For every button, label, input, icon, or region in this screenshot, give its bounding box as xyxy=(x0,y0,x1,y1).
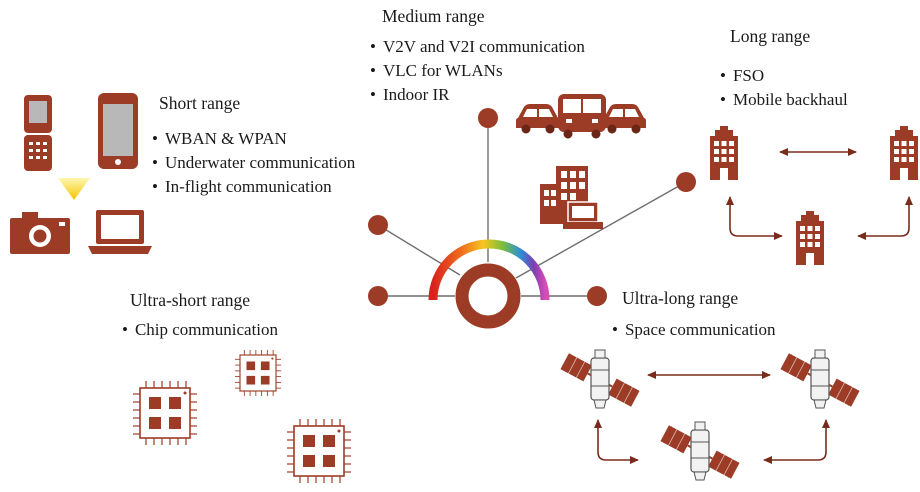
medium-range-item: Indoor IR xyxy=(370,83,585,107)
short-range-item: WBAN & WPAN xyxy=(152,127,355,151)
car-icon xyxy=(515,103,561,135)
short-range-list: WBAN & WPAN Underwater communication In-… xyxy=(152,127,355,199)
satellite-icon xyxy=(779,349,861,409)
node-short-range xyxy=(368,215,388,235)
node-long-range xyxy=(676,172,696,192)
ultra-short-range-list: Chip communication xyxy=(122,318,278,342)
short-range-item: Underwater communication xyxy=(152,151,355,175)
long-range-devices xyxy=(710,126,918,265)
tower-building-icon xyxy=(710,126,738,180)
chip-icon xyxy=(234,349,282,397)
chip-icon xyxy=(132,380,198,446)
laptop-icon xyxy=(88,210,152,254)
range-nodes xyxy=(368,108,696,306)
node-medium-range xyxy=(478,108,498,128)
ultra-long-range-list: Space communication xyxy=(612,318,776,342)
ultra-long-range-arrows xyxy=(594,371,830,464)
light-source-icon xyxy=(58,178,90,200)
short-range-item: In-flight communication xyxy=(152,175,355,199)
long-range-item: FSO xyxy=(720,64,848,88)
hub-ring-icon xyxy=(455,263,521,329)
medium-range-title: Medium range xyxy=(382,6,485,26)
camera-icon xyxy=(10,212,70,254)
short-range-title: Short range xyxy=(159,93,241,113)
ultra-short-range-item: Chip communication xyxy=(122,318,278,342)
long-range-title: Long range xyxy=(730,26,811,46)
long-range-arrows xyxy=(726,148,913,240)
medium-range-item: V2V and V2I communication xyxy=(370,35,585,59)
car-icon xyxy=(601,103,647,135)
spectrum-arc xyxy=(428,239,550,301)
long-range-item: Mobile backhaul xyxy=(720,88,848,112)
medium-range-devices xyxy=(515,94,647,229)
spectrum-hub xyxy=(428,239,550,329)
tower-building-icon xyxy=(890,126,918,180)
long-range-list: FSO Mobile backhaul xyxy=(720,64,848,112)
node-ultra-long-range xyxy=(587,286,607,306)
bus-icon xyxy=(558,94,606,139)
medium-range-item: VLC for WLANs xyxy=(370,59,585,83)
ultra-long-range-title: Ultra-long range xyxy=(622,288,739,308)
short-range-devices xyxy=(10,93,152,254)
flip-phone-icon xyxy=(24,95,52,171)
satellite-icon xyxy=(559,349,641,409)
chip-icon xyxy=(286,418,352,484)
ultra-long-range-item: Space communication xyxy=(612,318,776,342)
smartphone-icon xyxy=(98,93,138,169)
ultra-short-range-devices xyxy=(132,349,352,484)
satellite-icon xyxy=(659,421,741,481)
ultra-short-range-title: Ultra-short range xyxy=(130,290,251,310)
node-ultra-short-range xyxy=(368,286,388,306)
tower-building-icon xyxy=(796,211,824,265)
medium-range-list: V2V and V2I communication VLC for WLANs … xyxy=(370,35,585,107)
ultra-long-range-devices xyxy=(559,349,861,481)
desktop-computer-icon xyxy=(563,201,603,229)
